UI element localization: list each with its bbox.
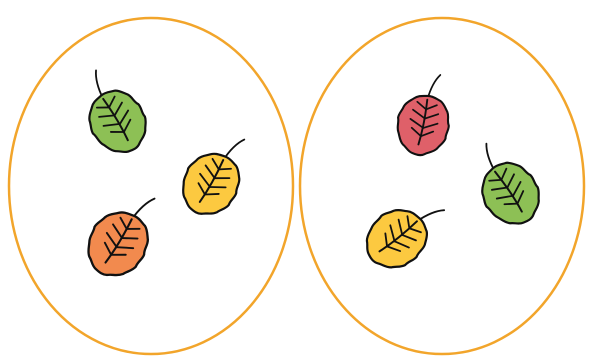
green-leaf-icon	[457, 133, 551, 235]
left-group-oval	[9, 18, 293, 354]
green-leaf-icon	[65, 61, 157, 164]
right-oval	[300, 18, 584, 354]
red-leaf-icon	[392, 69, 457, 159]
right-group-oval	[300, 18, 584, 354]
yellow-leaf-icon	[172, 123, 261, 225]
orange-leaf-icon	[76, 180, 171, 288]
left-group	[65, 61, 260, 288]
left-oval	[9, 18, 293, 354]
yellow-leaf-icon	[354, 183, 455, 280]
leaves-layer	[65, 61, 551, 288]
right-group	[354, 69, 551, 280]
